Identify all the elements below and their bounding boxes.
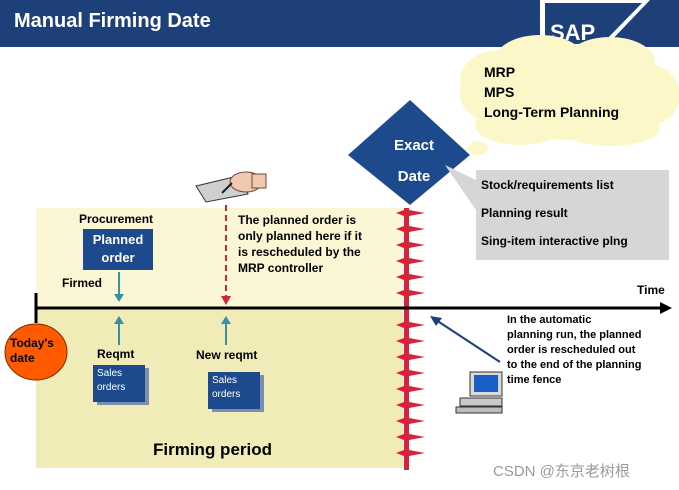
sales-orders-doc: Sales orders bbox=[93, 365, 145, 402]
exact-date-label: Exact Date bbox=[393, 137, 435, 185]
planned-order-note: The planned order is only planned here i… bbox=[238, 213, 363, 275]
new-reqmt-label: New reqmt bbox=[196, 348, 258, 362]
info-line-single-item: Sing-item interactive plng bbox=[481, 234, 628, 248]
procurement-label: Procurement bbox=[79, 212, 154, 226]
info-box: Stock/requirements list Planning result … bbox=[476, 170, 669, 260]
planning-methods-list: MRP MPS Long-Term Planning bbox=[484, 62, 619, 122]
cloud-line-ltp: Long-Term Planning bbox=[484, 104, 620, 120]
hand-pen-icon bbox=[195, 171, 267, 203]
firming-period-label: Firming period bbox=[153, 440, 272, 459]
info-line-stock: Stock/requirements list bbox=[481, 178, 614, 192]
computer-icon bbox=[455, 371, 503, 414]
cloud-line-mps: MPS bbox=[484, 84, 515, 100]
manual-plan-arrow bbox=[221, 205, 231, 305]
cloud-line-mrp: MRP bbox=[484, 64, 516, 80]
reqmt-arrow bbox=[114, 316, 124, 345]
todays-date-oval bbox=[4, 323, 68, 381]
watermark: CSDN @东京老树根 bbox=[493, 463, 630, 480]
new-reqmt-arrow bbox=[221, 316, 231, 345]
slide-title: Manual Firming Date bbox=[14, 10, 211, 32]
reqmt-label: Reqmt bbox=[97, 347, 135, 361]
todays-date-label: Today's date bbox=[10, 336, 54, 365]
auto-reschedule-arrow bbox=[430, 316, 501, 363]
info-callout-pointer bbox=[445, 165, 476, 210]
fence-ticks bbox=[396, 210, 425, 456]
new-sales-orders-doc: Sales orders bbox=[208, 372, 260, 409]
automatic-planning-note: In the automatic planning run, the plann… bbox=[507, 314, 642, 386]
time-label: Time bbox=[637, 283, 665, 297]
thought-cloud bbox=[456, 35, 679, 162]
exact-date-diamond bbox=[348, 100, 470, 205]
time-fence-bar bbox=[404, 208, 409, 470]
planned-order-box: Planned order bbox=[83, 229, 153, 270]
time-axis-arrowhead bbox=[660, 302, 672, 314]
info-line-planning-result: Planning result bbox=[481, 206, 568, 220]
firmed-arrow bbox=[114, 272, 124, 302]
firmed-label: Firmed bbox=[62, 276, 103, 290]
